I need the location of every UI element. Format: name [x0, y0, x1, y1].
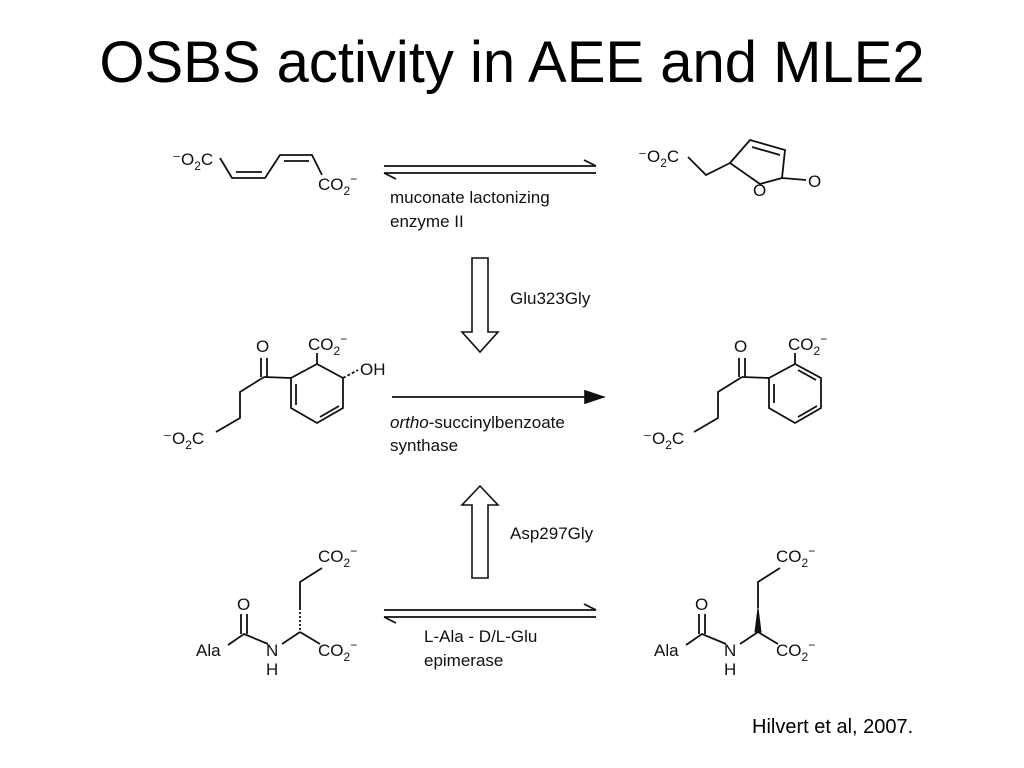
svg-text:N: N [724, 641, 736, 660]
svg-text:N: N [266, 641, 278, 660]
svg-text:⁻O2C: ⁻O2C [643, 429, 684, 452]
osbs-label-italic: ortho [390, 413, 429, 432]
mutation-label-top: Glu323Gly [510, 289, 591, 308]
osb-structure: O ⁻O2C CO2− [643, 332, 827, 452]
svg-text:⁻O2C: ⁻O2C [172, 150, 213, 173]
aee-equilibrium-arrow [383, 603, 597, 624]
ala-l-glu-structure: CO2− O Ala N H CO2− [654, 544, 815, 679]
aee-label-line2: epimerase [424, 651, 503, 670]
mutation-label-bottom: Asp297Gly [510, 524, 594, 543]
ala-d-glu-structure: CO2− O Ala N H CO2− [196, 544, 357, 679]
svg-text:⁻O2C: ⁻O2C [638, 147, 679, 170]
mle-label-line1: muconate lactonizing [390, 188, 550, 207]
slide-title: OSBS activity in AEE and MLE2 [99, 30, 925, 95]
citation: Hilvert et al, 2007. [752, 716, 914, 738]
svg-text:CO2−: CO2− [318, 544, 357, 570]
mutation-arrow-up [460, 484, 500, 579]
svg-text:O: O [237, 595, 250, 614]
muconate-structure: ⁻O2C CO2− [172, 150, 357, 198]
svg-text:⁻O2C: ⁻O2C [163, 429, 204, 452]
osbs-label-rest: -succinylbenzoate [429, 413, 565, 432]
svg-text:H: H [266, 660, 278, 679]
svg-text:H: H [724, 660, 736, 679]
mle-label-line2: enzyme II [390, 212, 464, 231]
svg-text:Ala: Ala [654, 641, 679, 660]
mle-equilibrium-arrow [383, 159, 597, 180]
aee-label-line1: L-Ala - D/L-Glu [424, 627, 537, 646]
svg-text:O: O [753, 181, 766, 200]
svg-text:CO2−: CO2− [318, 638, 357, 664]
svg-text:O: O [734, 337, 747, 356]
svg-text:O: O [256, 337, 269, 356]
svg-text:CO2−: CO2− [788, 332, 827, 358]
svg-text:CO2−: CO2− [776, 544, 815, 570]
svg-text:O: O [695, 595, 708, 614]
svg-text:CO2−: CO2− [776, 638, 815, 664]
svg-text:OH: OH [360, 360, 386, 379]
mutation-arrow-down [460, 257, 500, 354]
sephchc-structure: O ⁻O2C CO2− OH [163, 332, 386, 452]
svg-text:O: O [808, 172, 821, 191]
svg-text:CO2−: CO2− [308, 332, 347, 358]
svg-text:Ala: Ala [196, 641, 221, 660]
svg-text:CO2−: CO2− [318, 172, 357, 198]
osbs-label-line2: synthase [390, 436, 458, 455]
osbs-label-line1: ortho-succinylbenzoate [390, 413, 565, 432]
muconolactone-structure: ⁻O2C O O [638, 138, 821, 200]
